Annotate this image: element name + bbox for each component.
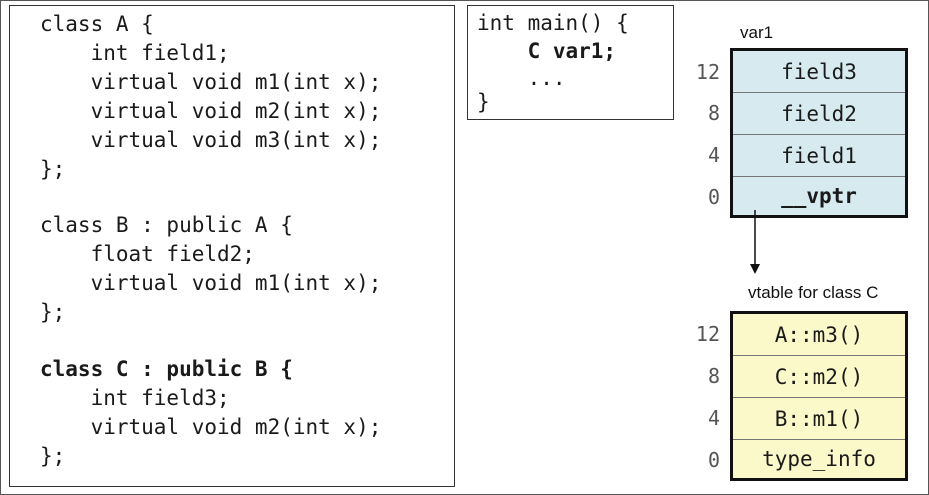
code-line-class-c: class C : public B { — [40, 357, 293, 381]
offset-label: 0 — [707, 448, 720, 472]
code-line: ... — [477, 66, 566, 90]
offset-label: 12 — [695, 322, 720, 346]
offset-label: 12 — [695, 60, 720, 84]
var1-vptr-cell: __vptr — [733, 176, 905, 215]
code-line: class A { — [40, 12, 154, 36]
code-line: virtual void m1(int x); — [40, 271, 382, 295]
var1-field2-cell: field2 — [733, 92, 905, 134]
code-line: class B : public A { — [40, 213, 293, 237]
offset-label: 8 — [707, 101, 720, 125]
offset-label: 8 — [707, 364, 720, 388]
var1-field1-cell: field1 — [733, 134, 905, 176]
vtable-entry-m3: A::m3() — [774, 322, 864, 347]
class-declarations-code-block: class A { int field1; virtual void m1(in… — [9, 5, 455, 487]
var1-field3-cell: field3 — [781, 59, 857, 84]
code-line: }; — [40, 157, 66, 181]
code-line: virtual void m1(int x); — [40, 70, 382, 94]
code-line: } — [477, 90, 490, 114]
var1-label: var1 — [740, 23, 774, 42]
main-function-code-block: int main() { C var1; ... } — [467, 5, 674, 120]
vtable-entry-type-info: type_info — [733, 439, 905, 478]
code-line: virtual void m3(int x); — [40, 128, 382, 152]
code-line: }; — [40, 300, 66, 324]
code-line: virtual void m2(int x); — [40, 99, 382, 123]
vtable-memory-layout: A::m3() C::m2() B::m1() type_info — [730, 311, 908, 481]
code-line: virtual void m2(int x); — [40, 415, 382, 439]
var1-memory-layout: field3 field2 field1 __vptr — [730, 48, 908, 218]
vtable-label: vtable for class C — [748, 283, 879, 302]
code-line-var-declaration: C var1; — [477, 39, 617, 63]
offset-label: 4 — [707, 143, 720, 167]
offset-label: 4 — [707, 406, 720, 430]
code-line: int main() { — [477, 11, 629, 35]
code-line: float field2; — [40, 242, 255, 266]
code-line: }; — [40, 444, 66, 468]
code-line: int field1; — [40, 41, 230, 65]
code-line: int field3; — [40, 386, 230, 410]
vtable-entry-m1: B::m1() — [733, 397, 905, 439]
offset-label: 0 — [707, 185, 720, 209]
vtable-entry-m2: C::m2() — [733, 355, 905, 397]
vptr-arrow — [750, 210, 760, 274]
